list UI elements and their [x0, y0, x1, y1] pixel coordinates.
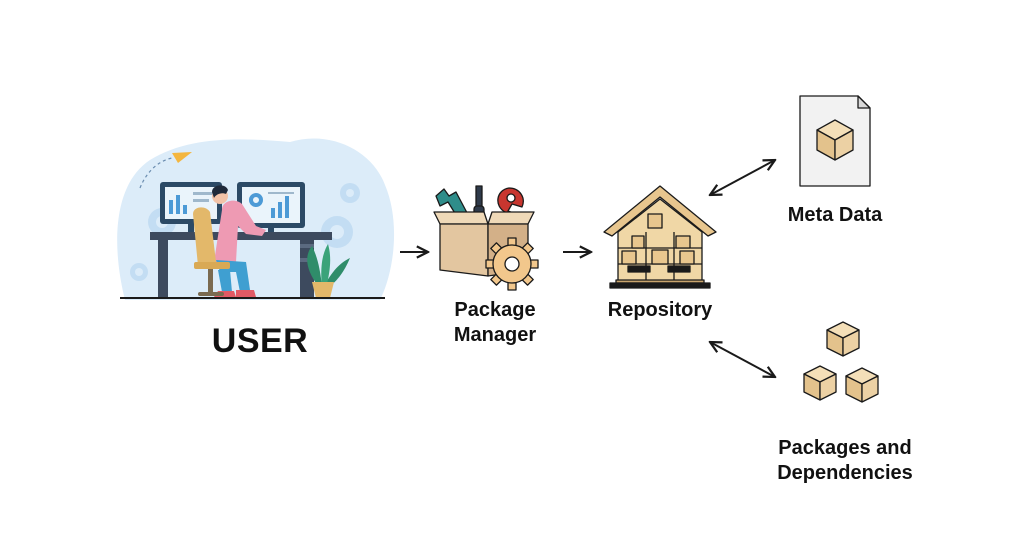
edge-repository-packages: [710, 342, 775, 377]
user-at-computer-icon: [117, 138, 395, 300]
packages-line1: Packages and: [778, 437, 912, 459]
metadata-file-icon: [799, 95, 871, 187]
warehouse-icon: [603, 185, 717, 289]
node-repository-label: Repository: [607, 299, 713, 321]
node-metadata-label: Meta Data: [787, 204, 883, 226]
node-user-label: USER: [211, 322, 309, 360]
node-package-manager-label: Package Manager: [420, 298, 570, 348]
package-manager-line2: Manager: [453, 324, 537, 346]
packages-boxes-icon: [803, 321, 879, 403]
node-packages-label: Packages and Dependencies: [740, 436, 950, 486]
package-manager-line1: Package: [454, 299, 536, 321]
packages-line2: Dependencies: [777, 462, 913, 484]
toolbox-icon: [433, 185, 539, 291]
edge-repository-metadata: [710, 160, 775, 195]
